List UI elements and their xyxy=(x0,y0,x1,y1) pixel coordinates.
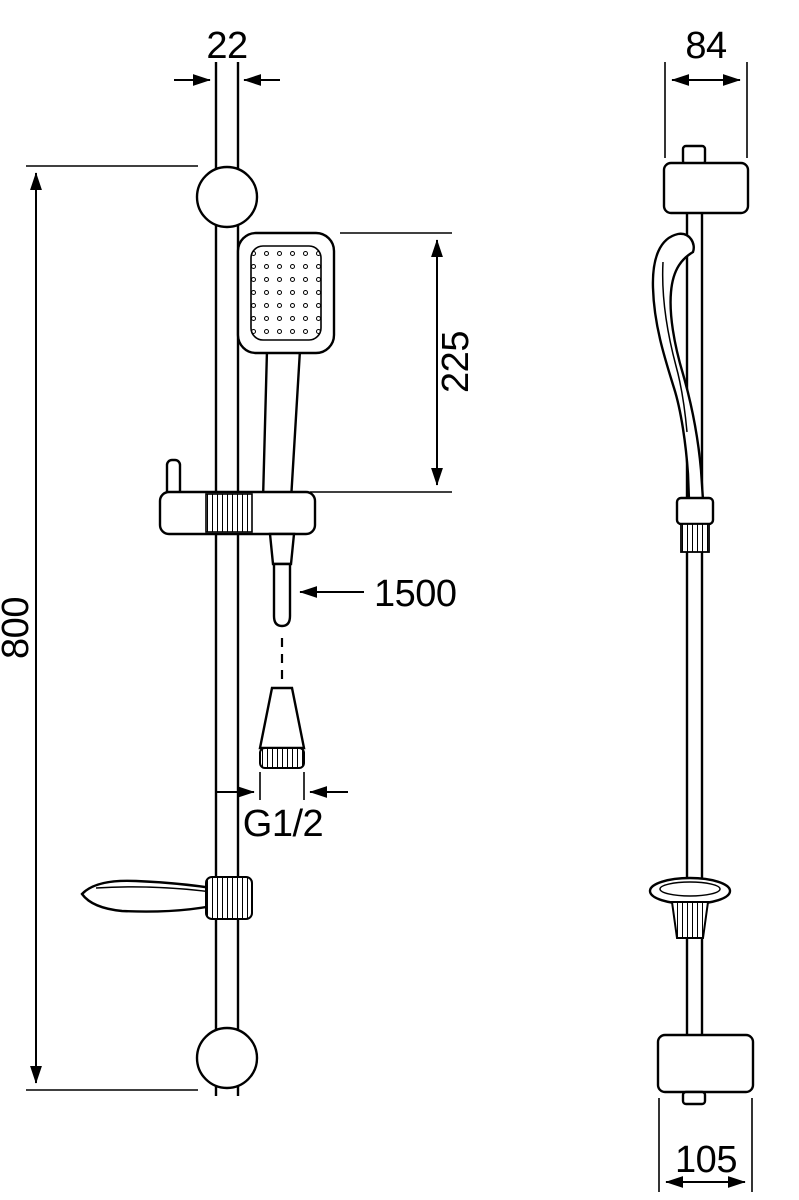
wall-bracket-top-side xyxy=(662,144,750,215)
holder-knurled-clamp xyxy=(205,493,253,533)
dim-label-handset-length: 225 xyxy=(435,331,477,393)
hose-knurled-nut xyxy=(259,747,305,769)
dim-top-bracket-width: 84 xyxy=(664,25,748,158)
shower-hose xyxy=(258,532,306,769)
slider-holder-side xyxy=(675,496,715,553)
dim-label-hose-length: 1500 xyxy=(374,573,457,615)
mount-circle-top xyxy=(195,165,259,229)
dim-bottom-bracket-width: 105 xyxy=(658,1098,753,1192)
dim-label-rail-height: 800 xyxy=(0,597,37,659)
dim-rail-height: 800 xyxy=(0,165,198,1091)
hose-connector-top xyxy=(268,532,296,566)
rail-end-cap-top xyxy=(681,144,707,166)
soap-dish-side-clamp xyxy=(670,901,710,939)
dim-rail-diameter: 22 xyxy=(174,25,280,86)
handset-spray-face xyxy=(250,245,322,341)
wall-bracket-bottom-side xyxy=(656,1033,755,1106)
dim-label-bottom-bracket-width: 105 xyxy=(675,1139,737,1181)
hose-tube xyxy=(272,562,292,628)
soap-dish-front xyxy=(80,876,253,920)
soap-dish-clamp xyxy=(205,876,253,920)
hand-shower-front xyxy=(236,231,336,502)
slider-holder-front xyxy=(158,458,317,536)
soap-dish-side xyxy=(648,876,732,939)
hand-shower-side xyxy=(651,232,705,502)
shower-rail-side xyxy=(685,150,704,1100)
holder-lock-lever xyxy=(165,458,182,498)
dim-label-thread: G1/2 xyxy=(243,803,323,845)
dim-hose-length: 1500 xyxy=(299,573,457,615)
rail-end-cap-bottom xyxy=(681,1090,707,1106)
bracket-top-body xyxy=(662,161,750,215)
dim-label-rail-diameter: 22 xyxy=(206,25,247,67)
hose-cone-nut xyxy=(258,686,306,750)
dim-label-top-bracket-width: 84 xyxy=(685,25,727,67)
shower-rail-front xyxy=(214,62,240,1096)
front-view: 800 22 225 xyxy=(0,25,477,1096)
wall-mount-bottom-front xyxy=(195,1026,259,1090)
mount-circle-bottom xyxy=(195,1026,259,1090)
handset-side-edge-line xyxy=(661,261,688,433)
handset-handle xyxy=(261,348,302,502)
holder-side-knurl xyxy=(680,523,710,553)
holder-side-body xyxy=(675,496,715,526)
soap-dish-side-rim xyxy=(659,881,721,897)
handset-side-profile xyxy=(651,232,705,502)
side-view: 84 xyxy=(648,25,755,1192)
wall-mount-top-front xyxy=(195,165,259,229)
bracket-bottom-body xyxy=(656,1033,755,1094)
dim-hose-thread: G1/2 xyxy=(216,772,348,845)
dim-handset-length: 225 xyxy=(310,232,477,493)
